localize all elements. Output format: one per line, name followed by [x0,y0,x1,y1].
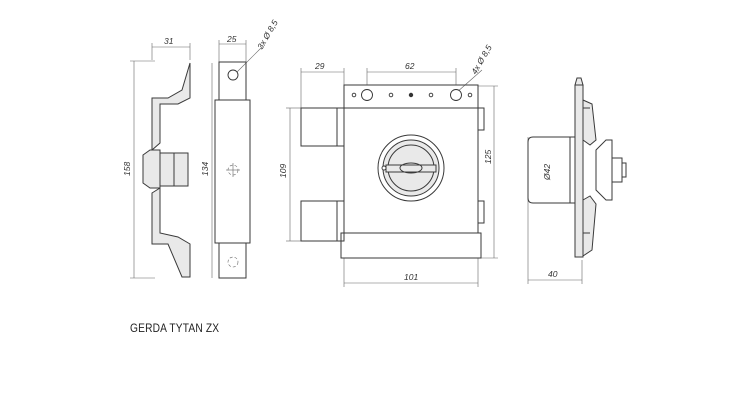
product-title: GERDA TYTAN ZX [130,321,220,335]
dim-plate-holes: 3x Ø 8,5 [255,18,280,51]
dim-depth: 40 [548,269,558,279]
dim-plate-height: 134 [200,162,210,176]
dim-strike-depth: 31 [164,36,174,46]
dim-offset: 29 [314,61,325,71]
dim-strike-height: 158 [122,162,132,176]
dim-plate-width: 25 [226,34,237,44]
dim-holes-spacing: 62 [405,61,415,71]
dim-body-holes: 4x Ø 8,5 [469,43,494,76]
dim-body-height-125: 125 [483,150,493,164]
lock-side-view: Ø42 40 [527,77,627,284]
dim-knob-diameter: Ø42 [542,164,552,181]
lock-body-view: 29 62 4x Ø 8,5 109 125 101 [278,43,498,287]
strike-plate-view: 25 3x Ø 8,5 134 [200,18,280,279]
dim-body-width: 101 [404,272,418,282]
strike-profile-view: 31 158 [122,36,191,279]
dim-body-height-109: 109 [278,164,288,178]
